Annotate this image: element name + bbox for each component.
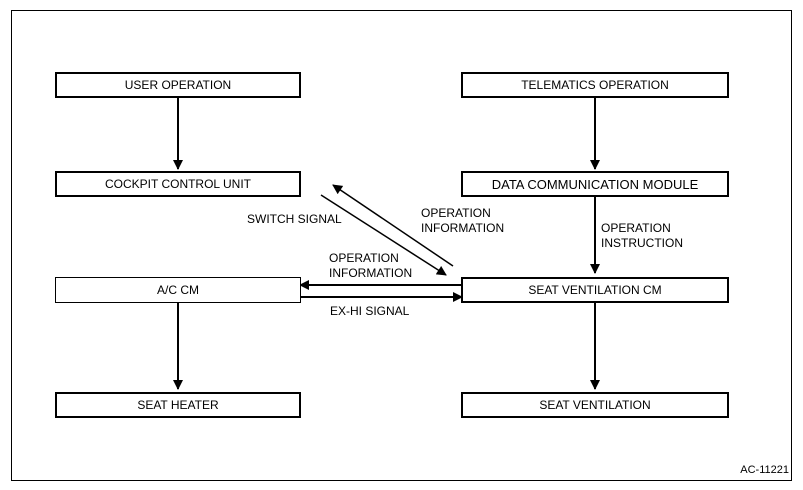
seat-heater-label: SEAT HEATER: [137, 398, 219, 412]
arrow-operation-information-to-cockpit: [332, 184, 454, 267]
data-communication-module-label: DATA COMMUNICATION MODULE: [491, 176, 699, 192]
operation-information-2-line-1: OPERATION: [329, 251, 399, 265]
user-operation-label: USER OPERATION: [124, 78, 232, 92]
operation-information-1-line-2: INFORMATION: [421, 221, 505, 235]
operation-instruction-line-2: INSTRUCTION: [601, 236, 683, 250]
operation-information-label-1: OPERATION INFORMATION: [421, 206, 504, 236]
ac-cm-box: A/C CM: [55, 277, 301, 303]
telematics-operation-label: TELEMATICS OPERATION: [521, 78, 669, 92]
seat-ventilation-cm-label: SEAT VENTILATION CM: [528, 283, 662, 297]
ex-hi-signal-label: EX-HI SIGNAL: [330, 304, 410, 318]
telematics-operation-box: TELEMATICS OPERATION: [461, 72, 729, 98]
switch-signal-label: SWITCH SIGNAL: [247, 212, 342, 226]
ac-cm-label: A/C CM: [157, 283, 199, 297]
reference-code: AC-11221: [740, 464, 789, 476]
operation-information-2-line-2: INFORMATION: [329, 266, 413, 280]
seat-heater-box: SEAT HEATER: [55, 392, 301, 418]
operation-information-1-line-1: OPERATION: [421, 206, 491, 220]
diagram-frame: [11, 10, 792, 481]
user-operation-box: USER OPERATION: [55, 72, 301, 98]
seat-ventilation-label: SEAT VENTILATION: [539, 398, 651, 412]
seat-ventilation-box: SEAT VENTILATION: [461, 392, 729, 418]
arrow-switch-signal: [320, 194, 447, 276]
operation-information-label-2: OPERATION INFORMATION: [329, 251, 412, 281]
operation-instruction-label: OPERATION INSTRUCTION: [601, 221, 683, 251]
data-communication-module-box: DATA COMMUNICATION MODULE: [461, 171, 729, 197]
cockpit-control-unit-box: COCKPIT CONTROL UNIT: [55, 171, 301, 197]
cockpit-control-unit-label: COCKPIT CONTROL UNIT: [104, 177, 251, 191]
operation-instruction-line-1: OPERATION: [601, 221, 671, 235]
seat-ventilation-cm-box: SEAT VENTILATION CM: [461, 277, 729, 303]
